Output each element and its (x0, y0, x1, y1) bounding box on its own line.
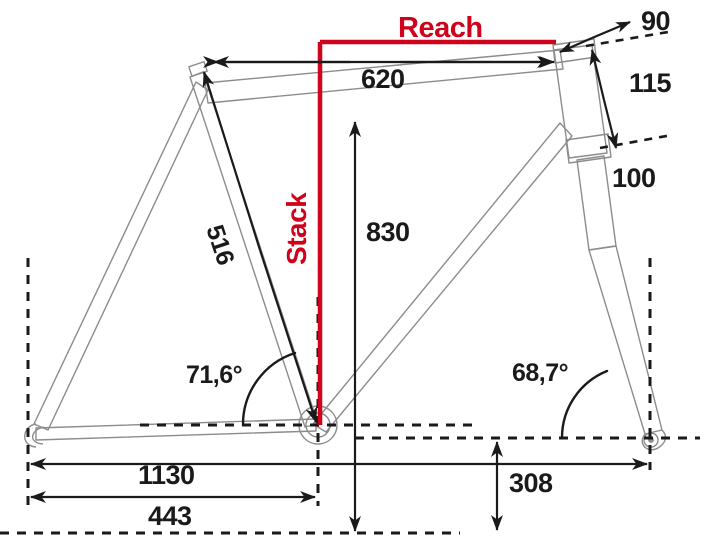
seat-stay-outline (33, 81, 209, 431)
stack-height-dimension-label: 830 (366, 217, 410, 247)
chainstay-outline (35, 418, 317, 441)
reach-label: Reach (398, 12, 483, 44)
chainstay-dimension-label: 443 (148, 501, 192, 531)
head-tube-extension-lines (585, 30, 673, 150)
head-tube-dimension-label: 115 (629, 68, 672, 98)
stack-label: Stack (281, 192, 312, 265)
dimension-arrows (30, 20, 648, 532)
fork-blade (588, 245, 667, 451)
dim-516-arrow-up (202, 71, 262, 251)
center-lines (0, 258, 700, 535)
top-tube-dimension-label: 620 (361, 64, 405, 94)
down-tube-outline (312, 122, 573, 433)
head-angle-label: 68,7° (512, 359, 569, 387)
dim-90-arrow-left (559, 36, 593, 54)
fork-upper (576, 155, 617, 251)
angle-arcs (241, 351, 609, 440)
head-angle-arc (560, 369, 609, 440)
dim-90-arrow-right (591, 20, 631, 40)
rear-dropout (24, 423, 45, 448)
stack-reach-lines (317, 39, 556, 425)
head-bottom-extension (599, 133, 673, 150)
frame-tubes (24, 38, 667, 451)
dim-115-arrow-down (602, 99, 619, 149)
fork-section-dimension-label: 100 (612, 163, 656, 193)
dim-516-arrow-down (258, 249, 318, 423)
bb-height-dimension-label: 308 (509, 468, 553, 498)
wheelbase-dimension-label: 1130 (138, 460, 195, 490)
dim-115-arrow-up (589, 49, 606, 101)
stem-spacer-dimension-label: 90 (641, 6, 671, 36)
seat-angle-arc (241, 351, 297, 427)
seat-angle-label: 71,6° (186, 361, 243, 389)
